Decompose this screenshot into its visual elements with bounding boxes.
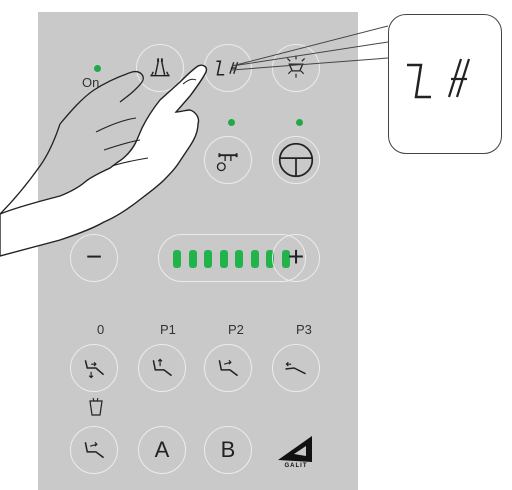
foot-control-indicator xyxy=(296,119,303,126)
foot-control-icon xyxy=(278,142,314,178)
level-segment xyxy=(219,250,228,268)
level-plus-button[interactable]: + xyxy=(272,234,320,282)
galit-logo-text: GALIT xyxy=(284,463,308,469)
on-indicator xyxy=(94,65,101,72)
chair-return-icon xyxy=(216,60,239,76)
cup-fill-indicator xyxy=(228,119,235,126)
pointing-hand xyxy=(0,64,208,257)
callout-pointer-lines xyxy=(231,25,389,71)
level-minus-button[interactable]: − xyxy=(70,234,118,282)
foot-control-button[interactable] xyxy=(272,136,320,184)
level-segment xyxy=(188,250,197,268)
position-p1-label: P1 xyxy=(160,322,176,337)
level-segment xyxy=(250,250,259,268)
position-p3-label: P3 xyxy=(296,322,312,337)
chair-rinse-position-icon xyxy=(84,441,105,459)
a-label: A xyxy=(154,437,170,462)
position-p2-button[interactable] xyxy=(204,344,252,392)
operating-light-icon xyxy=(286,55,306,78)
on-label: On xyxy=(82,75,100,90)
galit-logo: GALIT xyxy=(272,428,320,474)
rinse-position-button[interactable] xyxy=(70,426,118,474)
light-button[interactable] xyxy=(272,44,320,92)
cup-icon xyxy=(89,397,103,416)
a-button[interactable]: A xyxy=(138,426,186,474)
instrument-button[interactable] xyxy=(136,44,184,92)
plus-label: + xyxy=(287,241,305,272)
cup-fill-button[interactable] xyxy=(204,136,252,184)
position-0-button[interactable] xyxy=(70,344,118,392)
position-0-label: 0 xyxy=(97,322,105,337)
chair-position-p3-icon xyxy=(285,361,306,375)
level-segment xyxy=(235,250,243,268)
chair-position-0-icon xyxy=(84,360,105,379)
callout-chair-return-icon xyxy=(407,58,471,99)
chair-position-p1-icon xyxy=(152,358,173,377)
instrument-holder-icon xyxy=(150,58,170,77)
minus-label: − xyxy=(85,241,103,272)
cup-fill-icon xyxy=(216,153,238,172)
b-label: B xyxy=(220,437,236,462)
callout-magnifier xyxy=(388,14,502,154)
level-segment xyxy=(204,250,212,268)
level-segment xyxy=(173,250,181,268)
level-segment xyxy=(266,250,274,268)
position-p2-label: P2 xyxy=(228,322,244,337)
chair-position-p2-icon xyxy=(218,359,239,377)
b-button[interactable]: B xyxy=(204,426,252,474)
position-p1-button[interactable] xyxy=(138,344,186,392)
position-p3-button[interactable] xyxy=(272,344,320,392)
